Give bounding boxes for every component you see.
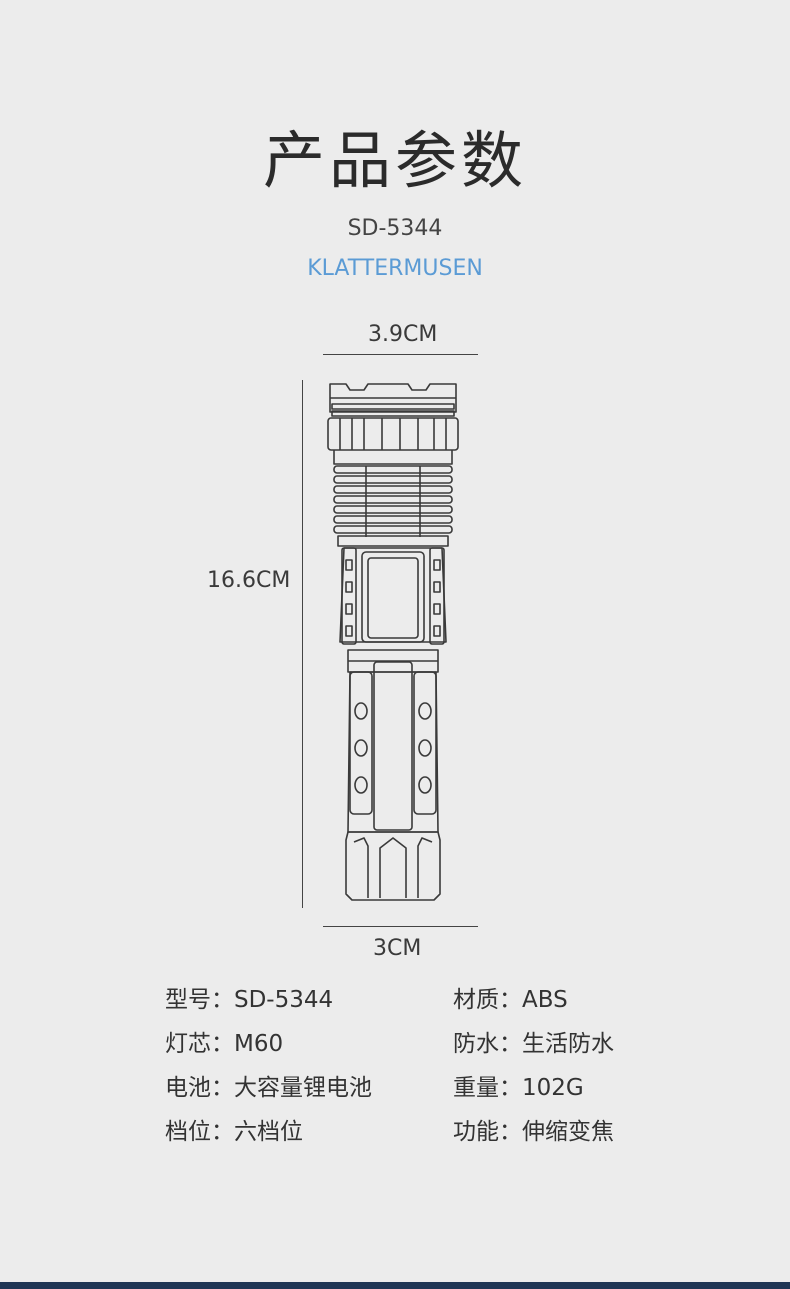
spec-table: 型号： SD-5344 材质： ABS 灯芯： M60 防水： 生活防水 电池：… — [165, 987, 685, 1145]
spec-item-model: 型号： SD-5344 — [165, 987, 453, 1013]
spec-label: 材质： — [453, 987, 522, 1013]
bottom-width-label: 3CM — [373, 936, 422, 961]
bottom-bar — [0, 1282, 790, 1289]
spec-item-function: 功能： 伸缩变焦 — [453, 1119, 685, 1145]
flashlight-line-drawing-icon — [327, 383, 459, 901]
spec-item-led: 灯芯： M60 — [165, 1031, 453, 1057]
spec-value: 102G — [522, 1075, 584, 1101]
spec-label: 重量： — [453, 1075, 522, 1101]
top-width-line — [323, 354, 478, 355]
spec-value: 生活防水 — [522, 1031, 614, 1057]
bottom-width-line — [323, 926, 478, 927]
spec-label: 电池： — [165, 1075, 234, 1101]
spec-value: M60 — [234, 1031, 284, 1057]
spec-value: 大容量锂电池 — [234, 1075, 372, 1101]
spec-label: 防水： — [453, 1031, 522, 1057]
spec-item-modes: 档位： 六档位 — [165, 1119, 453, 1145]
spec-label: 型号： — [165, 987, 234, 1013]
spec-value: SD-5344 — [234, 987, 334, 1013]
page-title: 产品参数 — [262, 124, 527, 197]
spec-value: ABS — [522, 987, 568, 1013]
height-line — [302, 380, 303, 908]
spec-item-weight: 重量： 102G — [453, 1075, 685, 1101]
top-width-label: 3.9CM — [368, 322, 438, 347]
spec-label: 档位： — [165, 1119, 234, 1145]
spec-value: 六档位 — [234, 1119, 303, 1145]
height-label: 16.6CM — [207, 568, 291, 593]
spec-label: 灯芯： — [165, 1031, 234, 1057]
brand-name: KLATTERMUSEN — [307, 256, 483, 281]
spec-item-waterproof: 防水： 生活防水 — [453, 1031, 685, 1057]
spec-label: 功能： — [453, 1119, 522, 1145]
spec-item-material: 材质： ABS — [453, 987, 685, 1013]
spec-value: 伸缩变焦 — [522, 1119, 614, 1145]
spec-item-battery: 电池： 大容量锂电池 — [165, 1075, 453, 1101]
model-number: SD-5344 — [347, 216, 443, 241]
